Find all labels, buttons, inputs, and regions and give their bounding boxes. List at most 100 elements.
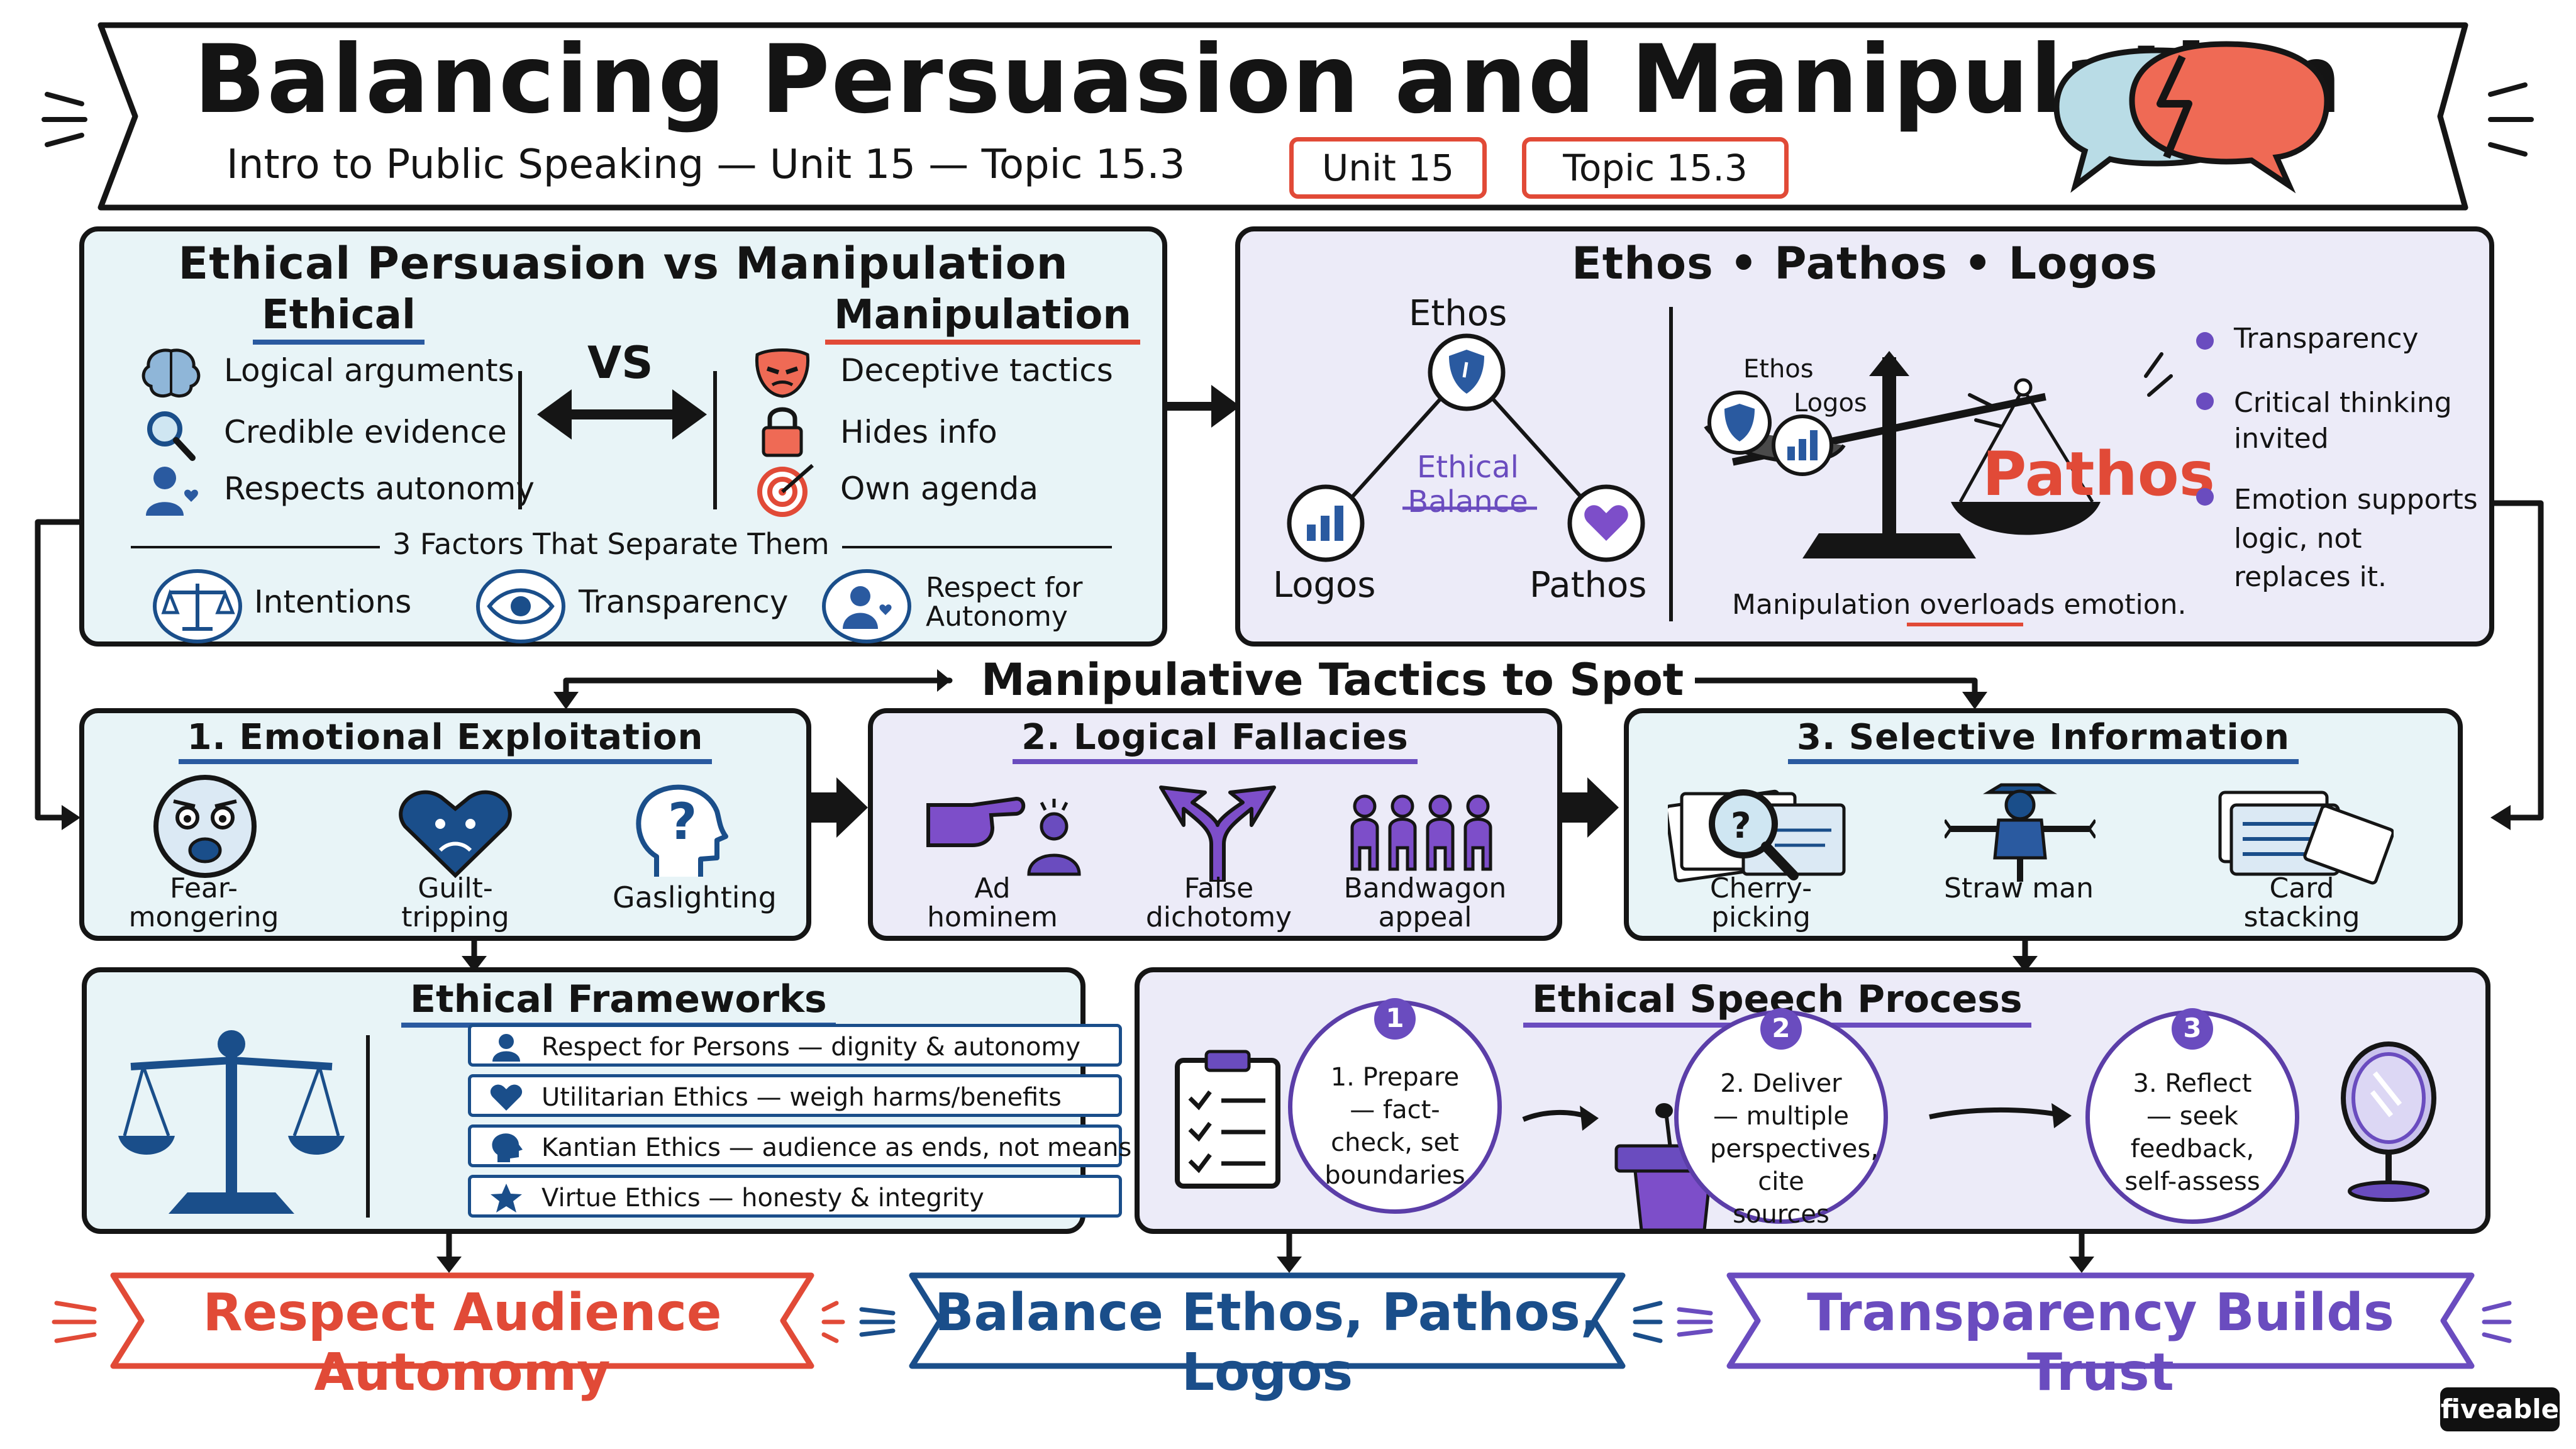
framework-row: Respect for Persons — dignity & autonomy xyxy=(468,1024,1122,1067)
banner-balance-text: Balance Ethos, Pathos, Logos xyxy=(935,1283,1600,1402)
heart-icon xyxy=(1567,484,1645,562)
epl-title: Ethos • Pathos • Logos xyxy=(1571,238,2158,289)
bullet-dot xyxy=(2196,392,2214,410)
header-banner-shape xyxy=(42,22,2534,211)
epl-bullet-transparency: Transparency xyxy=(2234,323,2419,355)
heart-icon xyxy=(490,1084,523,1111)
fiveable-logo: fiveable xyxy=(2440,1387,2560,1431)
banner-trust-text: Transparency Builds Trust xyxy=(1807,1283,2394,1402)
triangle-pathos: Pathos xyxy=(1530,565,1647,606)
question-head-icon: ? xyxy=(636,784,728,877)
step-number: 1 xyxy=(1374,998,1416,1040)
svg-text:?: ? xyxy=(1731,806,1751,847)
emotional-exploitation-panel: 1. Emotional Exploitation Fear-mongering… xyxy=(79,708,811,941)
scarecrow-icon xyxy=(1945,783,2096,882)
ethical-vs-title: Ethical Persuasion vs Manipulation xyxy=(178,238,1069,289)
caption-underline xyxy=(1907,623,2023,626)
framework-row: Virtue Ethics — honesty & integrity xyxy=(468,1175,1122,1218)
vs-label: VS xyxy=(587,337,653,389)
lock-icon xyxy=(762,407,803,457)
target-icon xyxy=(757,464,814,517)
shield-icon xyxy=(1428,333,1506,411)
tactic-cherry: Cherry-picking xyxy=(1709,872,1813,934)
step-number: 3 xyxy=(2172,1008,2213,1050)
framework-row: Utilitarian Ethics — weigh harms/benefit… xyxy=(468,1074,1122,1117)
person-respect-icon xyxy=(822,569,911,643)
tactics-title: Manipulative Tactics to Spot xyxy=(970,654,1696,706)
step-text: 3. Reflect — seek feedback, self-assess xyxy=(2124,1069,2260,1196)
scales-icon xyxy=(153,569,242,643)
crowd-icon xyxy=(1350,794,1492,871)
tactic-fear: Fear-mongering xyxy=(128,872,279,934)
manip-item-hides: Hides info xyxy=(840,414,997,450)
ethical-item-autonomy: Respects autonomy xyxy=(224,470,535,507)
selective-information-panel: 3. Selective Information ? Cherry-pickin… xyxy=(1624,708,2463,941)
epl-divider xyxy=(1669,307,1673,621)
page-subtitle: Intro to Public Speaking — Unit 15 — Top… xyxy=(226,142,1185,188)
tactic-ad-hominem: Ad hominem xyxy=(927,872,1058,934)
framework-row: Kantian Ethics — audience as ends, not m… xyxy=(468,1124,1131,1167)
tactic-guilt: Guilt-tripping xyxy=(401,872,509,934)
ethical-vs-panel: Ethical Persuasion vs Manipulation Ethic… xyxy=(79,226,1167,647)
scale-chart-icon xyxy=(1772,414,1833,476)
epl-bullet-critical: Critical thinking invited xyxy=(2234,387,2452,455)
framework-kantian: Kantian Ethics — audience as ends, not m… xyxy=(541,1133,1132,1162)
mask-icon xyxy=(755,348,810,398)
banner-autonomy-text: Respect Audience Autonomy xyxy=(203,1283,722,1402)
emphasis-lines xyxy=(1968,352,2173,428)
scared-face-icon xyxy=(153,775,257,878)
framework-respect: Respect for Persons — dignity & autonomy xyxy=(541,1033,1081,1062)
arrow-step-2 xyxy=(1929,1103,2072,1128)
triangle-ethos: Ethos xyxy=(1409,293,1507,334)
process-step-2: 2 2. Deliver — multiple perspectives, ci… xyxy=(1674,1008,1888,1229)
scale-pathos: Pathos xyxy=(1982,439,2215,509)
ethical-item-logical: Logical arguments xyxy=(224,352,514,389)
banner-balance: Balance Ethos, Pathos, Logos xyxy=(912,1264,1623,1402)
factors-title: 3 Factors That Separate Them xyxy=(380,527,842,561)
framework-virtue: Virtue Ethics — honesty & integrity xyxy=(541,1184,984,1213)
vs-divider-right xyxy=(713,371,717,509)
ethical-item-evidence: Credible evidence xyxy=(224,414,507,450)
topic-badge: Topic 15.3 xyxy=(1522,137,1789,199)
scale-logos: Logos xyxy=(1794,389,1867,418)
process-step-1: 1 1. Prepare — fact-check, set boundarie… xyxy=(1288,998,1502,1214)
step-text: 1. Prepare — fact-check, set boundaries xyxy=(1324,1063,1465,1190)
vs-divider-left xyxy=(518,371,522,509)
speech-bubbles-icon xyxy=(2053,41,2330,194)
arrow-step-1 xyxy=(1522,1106,1599,1131)
scale-caption: Manipulation overloads emotion. xyxy=(1732,589,2187,621)
magnifier-icon xyxy=(147,411,196,461)
eye-icon xyxy=(476,569,565,643)
header-banner: Balancing Persuasion and Manipulation In… xyxy=(0,0,2576,226)
scale-shield-icon xyxy=(1707,391,1772,455)
tactic-straw-man: Straw man xyxy=(1944,872,2094,904)
fallacies-title: 2. Logical Fallacies xyxy=(1013,717,1418,764)
ethical-frameworks-panel: Ethical Frameworks Respect for Persons —… xyxy=(82,967,1131,1234)
double-arrow-icon xyxy=(537,389,707,440)
head-profile-icon xyxy=(492,1133,523,1162)
factor-intentions: Intentions xyxy=(254,584,412,620)
bullet-dot xyxy=(2196,332,2214,350)
triangle-center: Ethical Balance xyxy=(1407,450,1528,520)
pointing-hand-icon xyxy=(926,796,1081,876)
arrow-top-right xyxy=(1167,385,1240,428)
bullet-dot xyxy=(2196,488,2214,506)
checklist-icon xyxy=(1175,1050,1280,1189)
mirror-icon xyxy=(2341,1041,2436,1202)
step-text: 2. Deliver — multiple perspectives, cite… xyxy=(1710,1069,1879,1229)
scale-ethos: Ethos xyxy=(1743,355,1814,384)
person-icon xyxy=(492,1034,520,1062)
tactic-gaslighting: Gaslighting xyxy=(613,880,777,914)
tactic-bandwagon: Bandwagon appeal xyxy=(1343,872,1507,934)
cherry-picking-icon: ? xyxy=(1668,789,1846,883)
justice-scale-icon xyxy=(118,1030,345,1214)
sad-heart-icon xyxy=(399,790,512,879)
process-step-3: 3 3. Reflect — seek feedback, self-asses… xyxy=(2085,1008,2299,1224)
framework-utilitarian: Utilitarian Ethics — weigh harms/benefit… xyxy=(541,1083,1062,1112)
star-icon xyxy=(491,1184,522,1213)
split-arrow-icon xyxy=(1159,786,1276,882)
brain-icon xyxy=(142,348,201,397)
banner-autonomy: Respect Audience Autonomy xyxy=(113,1264,811,1402)
epl-panel: Ethos • Pathos • Logos Ethos Logos Patho… xyxy=(1235,226,2494,647)
